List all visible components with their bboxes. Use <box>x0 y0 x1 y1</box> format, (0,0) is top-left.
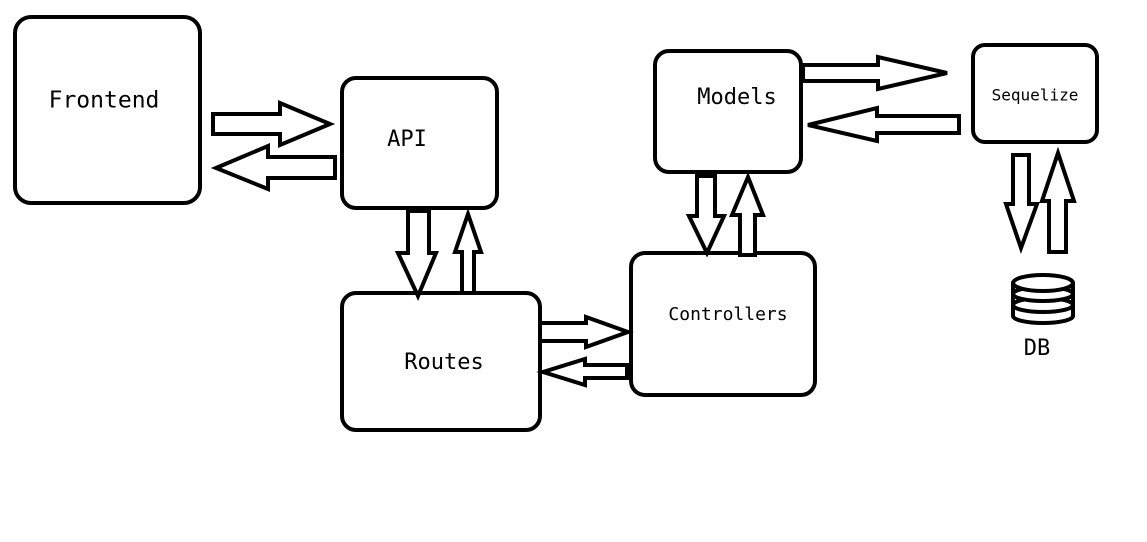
node-sequelize: Sequelize <box>971 43 1099 144</box>
models-label: Models <box>697 85 776 110</box>
frontend-box <box>13 15 202 205</box>
arrow-routes-to-api <box>452 207 484 295</box>
arrow-api-to-frontend <box>210 142 337 192</box>
node-frontend: Frontend <box>13 15 202 205</box>
node-db: DB <box>1011 273 1075 361</box>
frontend-label: Frontend <box>49 88 160 114</box>
arrow-sequelize-to-models <box>807 105 961 144</box>
routes-label: Routes <box>404 350 483 375</box>
node-api: API <box>340 76 499 210</box>
database-icon <box>1011 273 1075 325</box>
arrow-db-to-sequelize <box>1039 146 1077 254</box>
models-box <box>653 49 803 174</box>
arrow-models-to-controllers <box>685 174 728 258</box>
node-routes: Routes <box>340 291 542 432</box>
api-box <box>340 76 499 210</box>
arrow-models-to-sequelize <box>801 54 948 92</box>
sequelize-box <box>971 43 1099 144</box>
routes-box <box>340 291 542 432</box>
arrow-frontend-to-api <box>211 99 336 149</box>
arrow-controllers-to-routes <box>536 356 629 388</box>
db-label: DB <box>1024 336 1051 361</box>
controllers-label: Controllers <box>668 304 787 325</box>
arrow-api-to-routes <box>394 209 440 301</box>
node-models: Models <box>653 49 803 174</box>
arrow-routes-to-controllers <box>538 314 634 350</box>
sequelize-label: Sequelize <box>992 86 1079 105</box>
arrow-controllers-to-models <box>728 171 766 257</box>
api-label: API <box>387 127 427 152</box>
controllers-box <box>629 251 817 397</box>
arrow-sequelize-to-db <box>1003 153 1040 255</box>
node-controllers: Controllers <box>629 251 817 397</box>
